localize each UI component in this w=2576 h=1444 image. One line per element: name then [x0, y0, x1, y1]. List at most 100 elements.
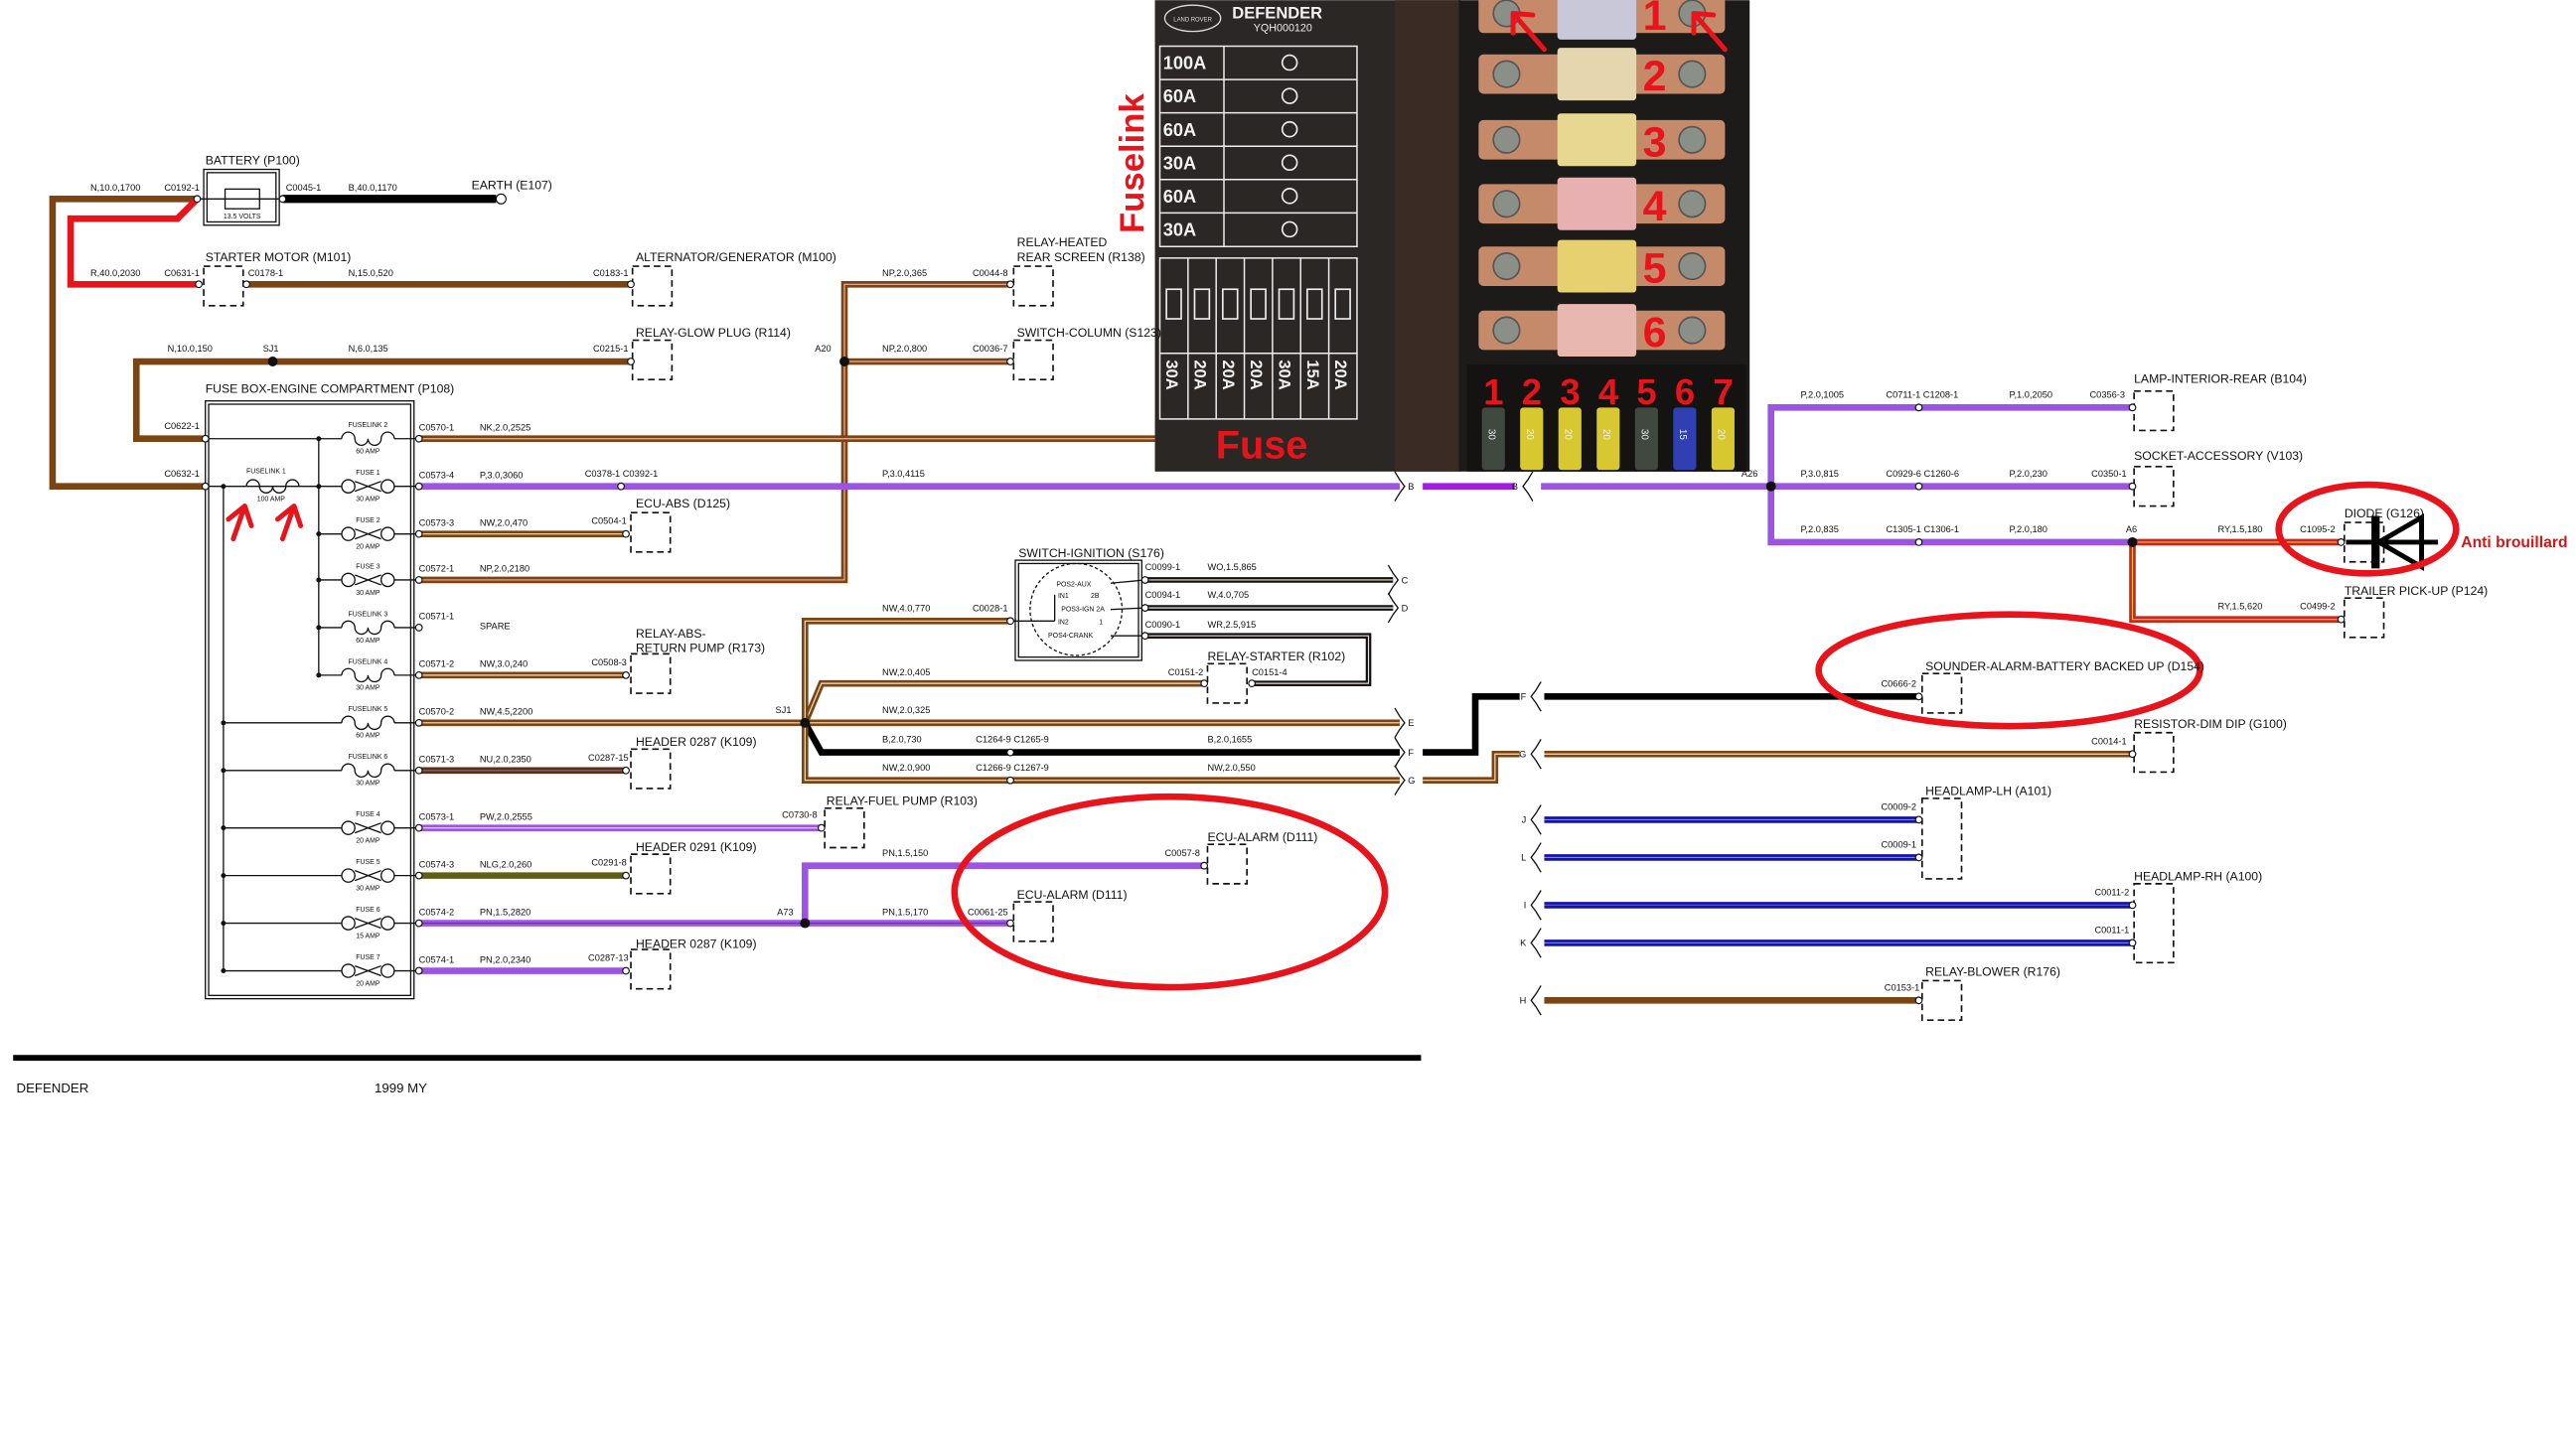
fuse-rating-label: 30 AMP — [356, 685, 380, 692]
component-label-glow-relay: RELAY-GLOW PLUG (R114) — [636, 326, 791, 340]
component-label-alternator: ALTERNATOR/GENERATOR (M100) — [636, 250, 836, 264]
fuse-symbol — [221, 868, 419, 883]
fuse-symbol — [221, 820, 419, 835]
break-letter-g: G — [1408, 776, 1415, 786]
fuselink-rating: 60A — [1163, 187, 1196, 207]
diode-box-box — [2344, 521, 2385, 563]
connector-pin — [617, 482, 625, 491]
photo-arrow-right — [1691, 10, 1728, 53]
component-label-diode: DIODE (G126) — [2345, 506, 2424, 520]
connector-pin — [414, 966, 423, 975]
highlight-diode — [2275, 481, 2460, 577]
wire-break-marker — [1530, 985, 1542, 1016]
wire-label: RY,1.5,180 — [2217, 524, 2262, 534]
connector-pin — [622, 670, 630, 679]
wire-label: WR,2.5,915 — [1207, 620, 1256, 630]
fuse-number: 4 — [1598, 371, 1619, 412]
fuse-rating-label: 20 AMP — [356, 980, 380, 987]
connector-pin — [414, 624, 423, 632]
socket-accessory-box — [2133, 466, 2175, 507]
fuse-box-photo: LAND ROVER DEFENDER YQH000120 100A60A60A… — [1114, 0, 1750, 472]
connector-pin — [1140, 632, 1149, 641]
fuse-rating-label: 30 AMP — [356, 590, 380, 597]
connector-label: C0215-1 — [593, 344, 628, 354]
wire-break-marker — [1530, 681, 1542, 712]
connector-pin — [2128, 939, 2137, 947]
mini-fuse — [1481, 407, 1505, 471]
wire-break-marker — [1387, 564, 1400, 596]
connector-pin — [2128, 403, 2137, 412]
fuse-rating-label: 60 AMP — [356, 733, 380, 740]
connector-label: C0504-1 — [591, 516, 626, 526]
junction-label: SJ1 — [263, 344, 279, 354]
wire-label: NW,2.0,550 — [1207, 763, 1255, 773]
maxi-fuse — [1557, 304, 1637, 358]
fuse-name-label: FUSE 7 — [356, 954, 379, 961]
connector-label: C0350-1 — [2091, 469, 2126, 479]
wire-label: N,15.0,520 — [349, 268, 393, 278]
connector-label: C0574-3 — [419, 859, 454, 869]
connector-pin — [1914, 482, 1923, 491]
fuse-name-label: FUSE 4 — [356, 811, 379, 818]
wire-ry-620 — [2129, 541, 2342, 623]
fuse-rating: 20A — [1219, 360, 1238, 389]
connector-label: C0572-1 — [419, 564, 454, 574]
break-letter-f: F — [1521, 692, 1527, 702]
wire-label: WO,1.5,865 — [1207, 562, 1256, 572]
wire-battery-starter — [67, 196, 200, 288]
relay-abs-return-pump-box — [630, 652, 672, 694]
break-letter-i: I — [1524, 901, 1527, 911]
alternator-box — [631, 265, 674, 307]
fuse-name-label: FUSE 1 — [356, 470, 379, 477]
break-letter-f: F — [1408, 748, 1414, 758]
fuselink-1-symbol — [221, 479, 300, 494]
fuselink-annotation: Fuselink — [1114, 92, 1151, 233]
connector-label: C0014-1 — [2091, 736, 2126, 746]
wire-break-marker — [1522, 471, 1534, 502]
component-label-relay-starter: RELAY-STARTER (R102) — [1207, 650, 1345, 663]
circuit-icon — [1193, 288, 1211, 320]
fuse-rating: 20A — [1331, 360, 1350, 389]
mini-fuse-value: 20 — [1562, 429, 1573, 441]
component-label-ecu-abs: ECU-ABS (D125) — [636, 497, 730, 510]
connector-label: C0036-7 — [973, 344, 1007, 354]
mini-fuse-value: 20 — [1524, 429, 1535, 441]
components-layer — [13, 168, 2439, 1062]
circuit-icon — [1281, 87, 1298, 104]
connector-pin — [414, 434, 423, 443]
circuit-icon — [1281, 154, 1298, 172]
wire-label: NW,2.0,470 — [480, 517, 528, 527]
connector-label: C0192-1 — [164, 183, 199, 193]
fuse-rating-label: 20 AMP — [356, 544, 380, 551]
ignition-position: 1 — [1099, 620, 1103, 627]
wire-label: NW,4.0,770 — [882, 603, 930, 613]
wire-label: P,1.0,2050 — [2009, 389, 2052, 399]
connector-label: C0711-1 C1208-1 — [1886, 389, 1958, 399]
junction-label: A6 — [2126, 524, 2137, 534]
connector-label: C1266-9 C1267-9 — [976, 763, 1049, 773]
wire-break-marker — [1530, 804, 1542, 835]
connector-label: C0573-3 — [419, 517, 454, 527]
highlight-sounder — [1815, 611, 2203, 730]
component-label-lamp-interior: LAMP-INTERIOR-REAR (B104) — [2134, 372, 2307, 386]
circuit-icon — [1281, 220, 1298, 238]
wire-label: NLG,2.0,260 — [480, 859, 531, 869]
ignition-position: IN2 — [1058, 620, 1069, 627]
fuselink-symbol — [221, 763, 419, 779]
fuse-rating: 30A — [1276, 360, 1294, 389]
earth-icon — [495, 193, 507, 205]
circuit-icon — [1250, 288, 1267, 320]
mini-fuse — [1558, 407, 1582, 471]
mini-fuse-value: 15 — [1677, 429, 1688, 441]
connector-pin — [278, 195, 287, 204]
fuse-name-label: FUSELINK 2 — [349, 422, 388, 429]
fuse-number: 6 — [1675, 371, 1695, 412]
connector-pin — [1914, 538, 1923, 546]
screw-icon — [1678, 252, 1707, 281]
connector-pin — [817, 823, 826, 832]
lamp-interior-rear-box — [2133, 389, 2175, 432]
connector-label: C0573-1 — [419, 811, 454, 821]
fuse-rating-label: 30 AMP — [356, 886, 380, 893]
